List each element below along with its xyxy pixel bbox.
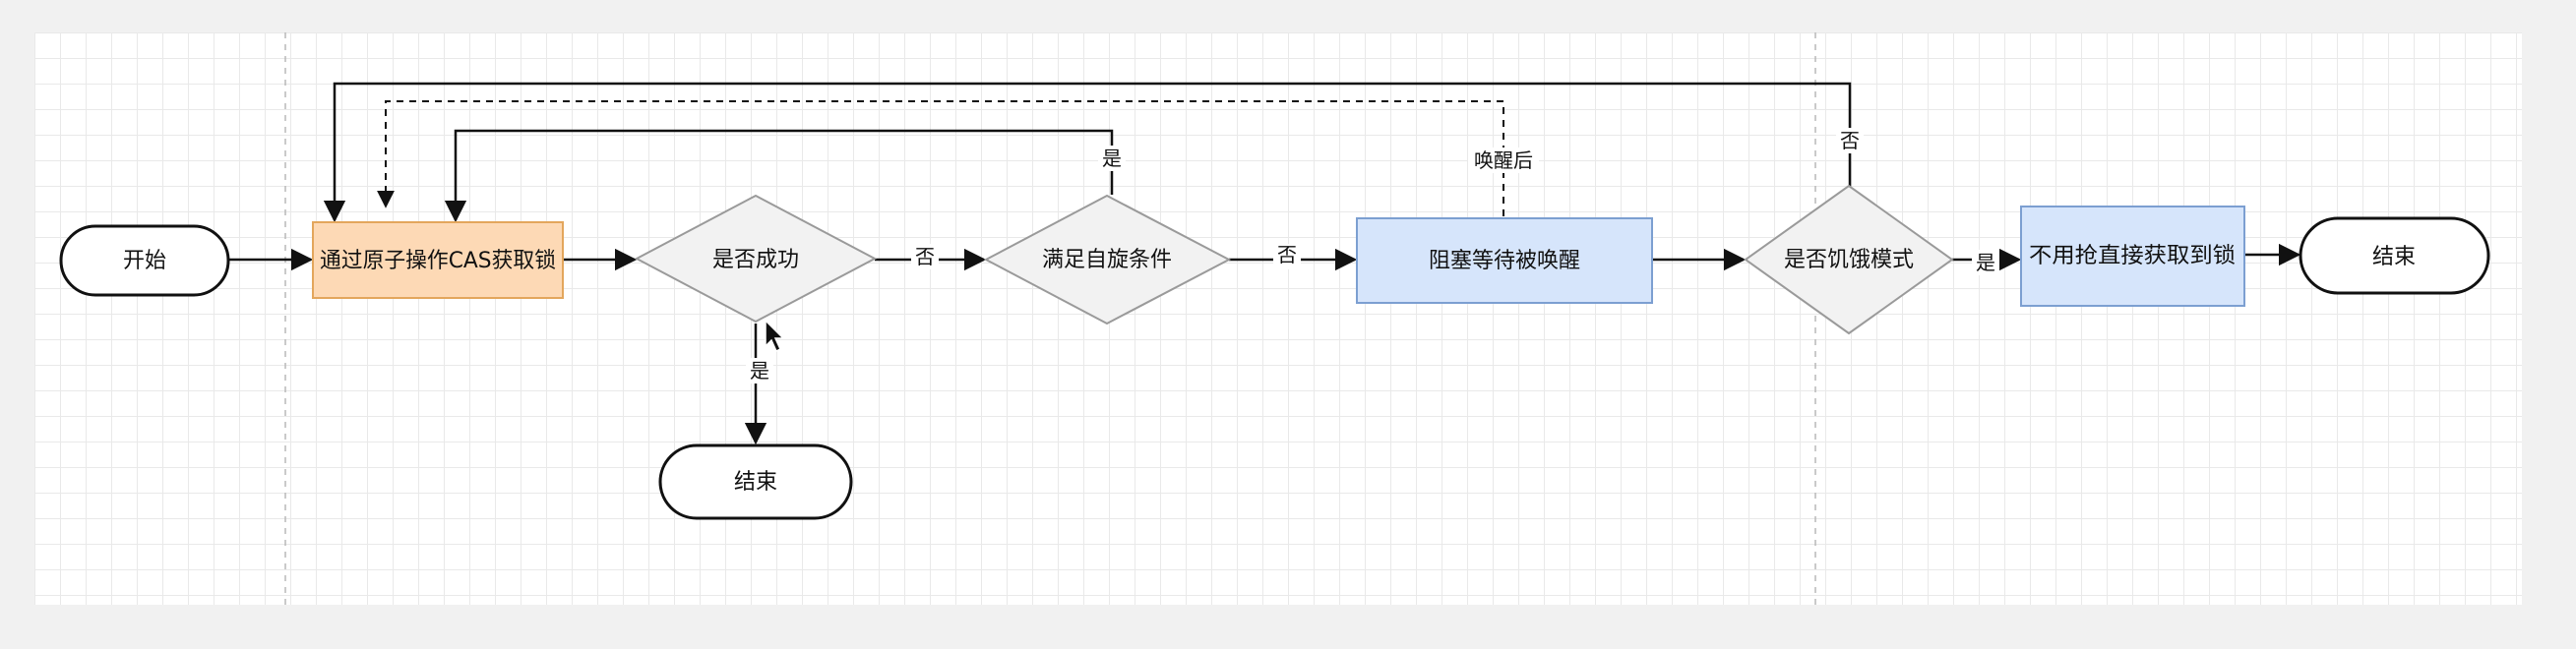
spin-decision[interactable] bbox=[983, 194, 1232, 325]
cas-label: 通过原子操作CAS获取锁 bbox=[320, 249, 556, 273]
edge-spin-loop bbox=[444, 129, 1114, 223]
end-label: 结束 bbox=[2372, 245, 2416, 269]
spin-label: 满足自旋条件 bbox=[1042, 248, 1172, 272]
end-node[interactable] bbox=[2299, 216, 2490, 295]
fair-label: 是否饥饿模式 bbox=[1784, 248, 1914, 272]
start-node[interactable] bbox=[59, 224, 230, 297]
fair-yes-label: 是 bbox=[1976, 251, 1995, 274]
block-label: 阻塞等待被唤醒 bbox=[1429, 249, 1580, 273]
block-node[interactable] bbox=[1356, 217, 1653, 304]
end-mid-node[interactable] bbox=[658, 443, 853, 520]
success-decision[interactable] bbox=[634, 194, 878, 324]
success-no-label: 否 bbox=[915, 245, 935, 268]
fair-decision[interactable] bbox=[1744, 184, 1954, 335]
edge-fair-loop bbox=[323, 82, 1852, 223]
diagram-canvas bbox=[34, 32, 2522, 605]
success-label: 是否成功 bbox=[712, 248, 799, 272]
direct-node[interactable] bbox=[2020, 206, 2245, 307]
fair-no-label: 否 bbox=[1840, 129, 1860, 152]
spin-yes-label: 是 bbox=[1102, 147, 1122, 170]
edge-wake-loop bbox=[377, 100, 1504, 216]
cas-node[interactable] bbox=[312, 221, 564, 299]
wake-label: 唤醒后 bbox=[1474, 148, 1533, 172]
start-label: 开始 bbox=[123, 249, 166, 273]
mouse-cursor-icon bbox=[765, 319, 785, 353]
direct-label: 不用抢直接获取到锁 bbox=[2029, 244, 2236, 268]
spin-no-label: 否 bbox=[1277, 243, 1297, 266]
end-mid-label: 结束 bbox=[734, 470, 777, 495]
success-yes-label: 是 bbox=[750, 359, 769, 383]
